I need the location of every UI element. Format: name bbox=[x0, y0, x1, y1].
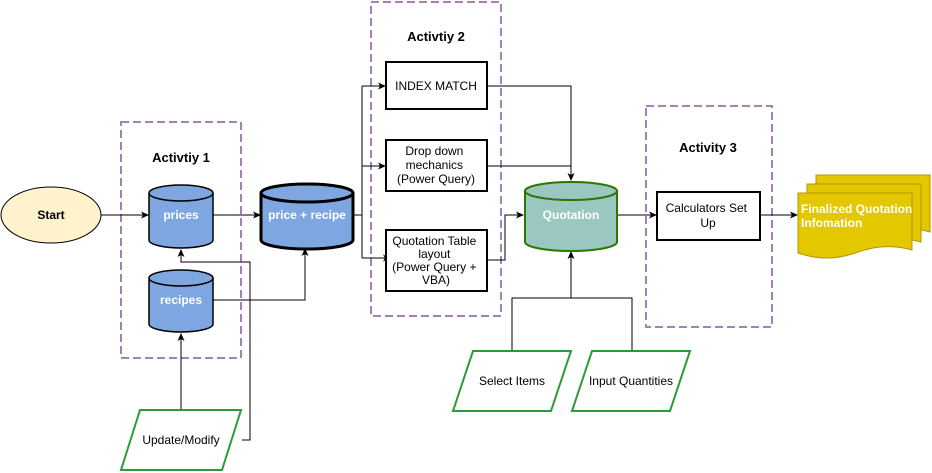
finalized-documents: Finalized Quotation Infomation bbox=[797, 174, 931, 259]
prices-label: prices bbox=[163, 208, 199, 222]
edge-tablelayout-quotation bbox=[487, 211, 524, 261]
activity-2-title: Activtiy 2 bbox=[407, 29, 465, 44]
svg-text:Drop down mechanics: Drop down mechanics (Power Query) bbox=[397, 144, 475, 186]
select-items-label: Select Items bbox=[479, 374, 545, 388]
quotation-label: Quotation bbox=[543, 208, 600, 222]
edge-update-prices bbox=[177, 249, 251, 441]
recipes-database: recipes bbox=[148, 269, 214, 333]
input-quantities-input: Input Quantities bbox=[570, 350, 692, 412]
activity-1-title: Activtiy 1 bbox=[152, 150, 210, 165]
calculators-label-2: Up bbox=[700, 216, 716, 230]
finalized-label-1: Finalized Quotation bbox=[801, 202, 912, 216]
select-items-input: Select Items bbox=[451, 350, 573, 412]
svg-text:Quotation Table layout: Quotation Table layout (Power Query + VB… bbox=[392, 234, 480, 287]
recipes-label: recipes bbox=[160, 293, 202, 307]
dropdown-label-1: Drop down bbox=[405, 144, 463, 158]
update-modify-input: Update/Modify bbox=[119, 409, 243, 471]
table-layout-process: Quotation Table layout (Power Query + VB… bbox=[385, 229, 488, 292]
table-layout-label-2: layout bbox=[418, 247, 451, 261]
dropdown-label-3: (Power Query) bbox=[397, 172, 475, 186]
edge-indexmatch-quotation bbox=[487, 85, 575, 181]
finalized-label-2: Infomation bbox=[801, 216, 862, 230]
start-node: Start bbox=[0, 186, 102, 244]
index-match-process: INDEX MATCH bbox=[385, 61, 488, 110]
dropdown-process: Drop down mechanics (Power Query) bbox=[385, 139, 488, 192]
svg-text:Calculators Set Up: Calculators Set Up bbox=[666, 201, 751, 230]
edge-recipes-pricerecipe bbox=[213, 248, 309, 301]
dropdown-label-2: mechanics bbox=[406, 158, 463, 172]
start-label: Start bbox=[37, 208, 64, 222]
price-recipe-database: price + recipe bbox=[259, 182, 355, 251]
table-layout-label-4: VBA) bbox=[422, 273, 450, 287]
calculators-label-1: Calculators Set bbox=[666, 201, 748, 215]
activity-3-title: Activity 3 bbox=[679, 140, 737, 155]
connectors bbox=[101, 82, 798, 441]
index-match-label: INDEX MATCH bbox=[395, 79, 477, 93]
table-layout-label-3: (Power Query + bbox=[392, 260, 476, 274]
prices-database: prices bbox=[148, 184, 214, 249]
svg-text:Finalized Quotation Info: Finalized Quotation Infomation bbox=[801, 202, 916, 230]
input-quantities-label: Input Quantities bbox=[589, 374, 673, 388]
table-layout-label-1: Quotation Table bbox=[392, 234, 476, 248]
price-recipe-label: price + recipe bbox=[268, 208, 346, 222]
edge-inputs-quotation bbox=[511, 297, 633, 351]
update-modify-label: Update/Modify bbox=[142, 433, 219, 447]
calculators-process: Calculators Set Up bbox=[656, 191, 761, 241]
activity-3-frame bbox=[645, 105, 773, 328]
quotation-database: Quotation bbox=[524, 181, 618, 252]
activity-2-frame bbox=[370, 1, 502, 317]
